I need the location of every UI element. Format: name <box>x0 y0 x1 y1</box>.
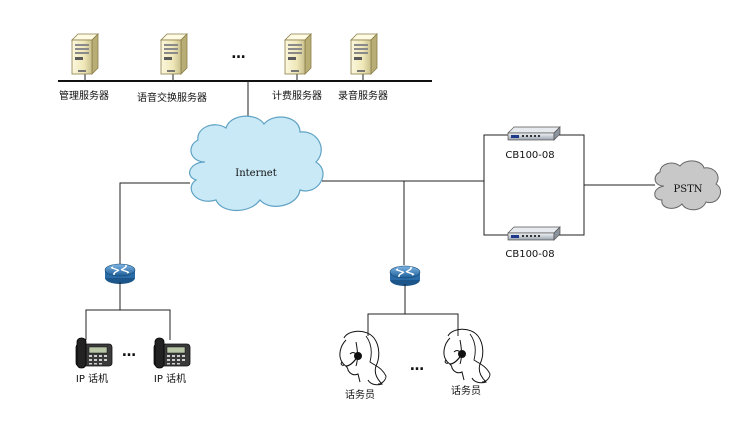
phone-ellipsis: … <box>122 344 136 360</box>
gateway-pstn-branches <box>556 134 585 236</box>
operator-left-label: 话务员 <box>345 388 375 401</box>
pstn-label: PSTN <box>674 184 703 195</box>
internet-to-left-router-link <box>119 182 190 267</box>
management-server-icon <box>71 33 99 75</box>
gateway-bottom-device <box>507 226 561 241</box>
operator-right-label: 话务员 <box>451 384 481 397</box>
gateway-bottom-branch <box>483 181 510 236</box>
recording-server-icon <box>350 33 378 75</box>
operator-ellipsis: … <box>410 358 424 374</box>
ip-phone-left-label: IP 话机 <box>76 372 108 385</box>
left-router-phone-links <box>85 309 171 340</box>
internet-cloud: Internet <box>189 115 324 212</box>
left-router-icon <box>104 263 136 285</box>
billing-server-icon <box>284 33 312 75</box>
ip-phone-left-icon <box>75 337 113 369</box>
gateway-top-device <box>507 126 561 141</box>
gateway-bottom-label: CB100-08 <box>505 249 554 260</box>
gateway-top-branch <box>483 134 510 181</box>
right-router-icon <box>389 265 421 287</box>
recording-server-label: 录音服务器 <box>338 89 388 102</box>
right-router-agent-links <box>367 313 459 336</box>
ip-phone-right-icon <box>153 337 191 369</box>
operator-left-icon <box>339 330 387 386</box>
management-server-label: 管理服务器 <box>59 89 109 102</box>
gateway-top-label: CB100-08 <box>505 150 554 161</box>
voice-switch-server-icon <box>160 33 188 75</box>
operator-right-icon <box>443 328 491 384</box>
pstn-cloud: PSTN <box>654 160 721 211</box>
billing-server-label: 计费服务器 <box>272 89 322 102</box>
voice-switch-server-label: 语音交换服务器 <box>137 91 207 104</box>
servers-ellipsis: … <box>232 46 247 62</box>
ip-phone-right-label: IP 话机 <box>154 372 186 385</box>
internet-label: Internet <box>235 168 276 179</box>
